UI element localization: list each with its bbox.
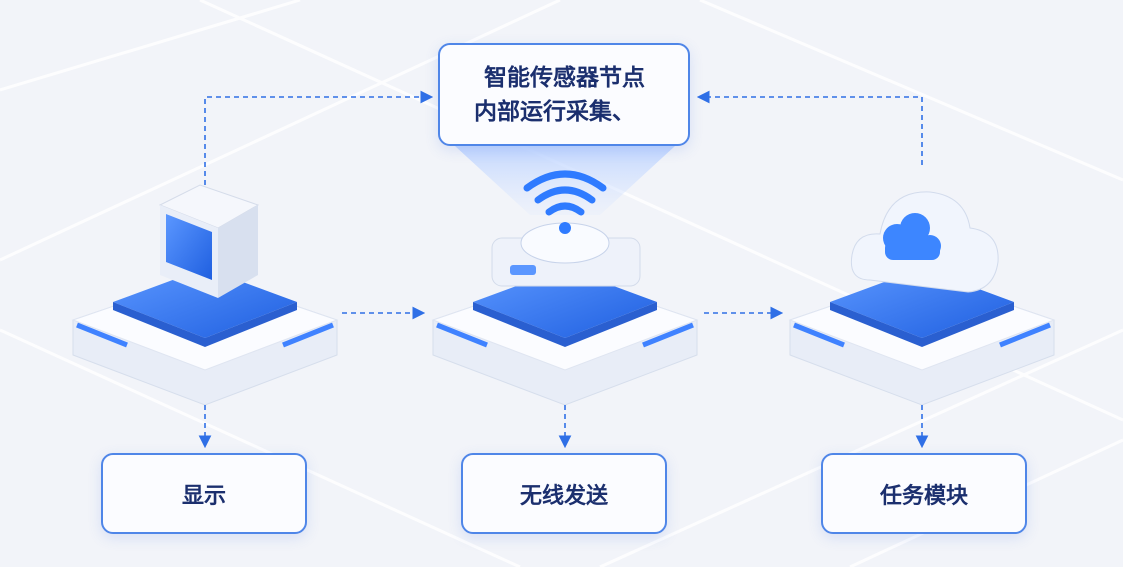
- task-module-box: 任务模块: [821, 453, 1027, 534]
- platform-display: [71, 268, 339, 406]
- cloud-icon: [850, 191, 999, 293]
- connectors: [198, 90, 929, 449]
- wireless-send-box: 无线发送: [461, 453, 667, 534]
- arrow-cloud-to-top: [696, 90, 923, 165]
- node-description-line1: 智能传感器节点: [484, 64, 645, 91]
- arrow-display-to-top: [204, 90, 434, 185]
- display-label: 显示: [181, 483, 226, 509]
- signal-beam: [455, 146, 675, 215]
- platform-task: [788, 268, 1056, 406]
- wifi-signal-icon: [523, 170, 607, 216]
- task-module-label: 任务模块: [879, 483, 968, 509]
- platform-wireless: [431, 268, 699, 406]
- monitor-icon: [158, 184, 260, 298]
- node-description-box: 智能传感器节点 内部运行采集、: [438, 43, 690, 146]
- display-box: 显示: [101, 453, 307, 534]
- wifi-router-icon: [491, 222, 641, 287]
- node-description-line2: 内部运行采集、: [474, 98, 635, 125]
- wireless-send-label: 无线发送: [519, 483, 608, 509]
